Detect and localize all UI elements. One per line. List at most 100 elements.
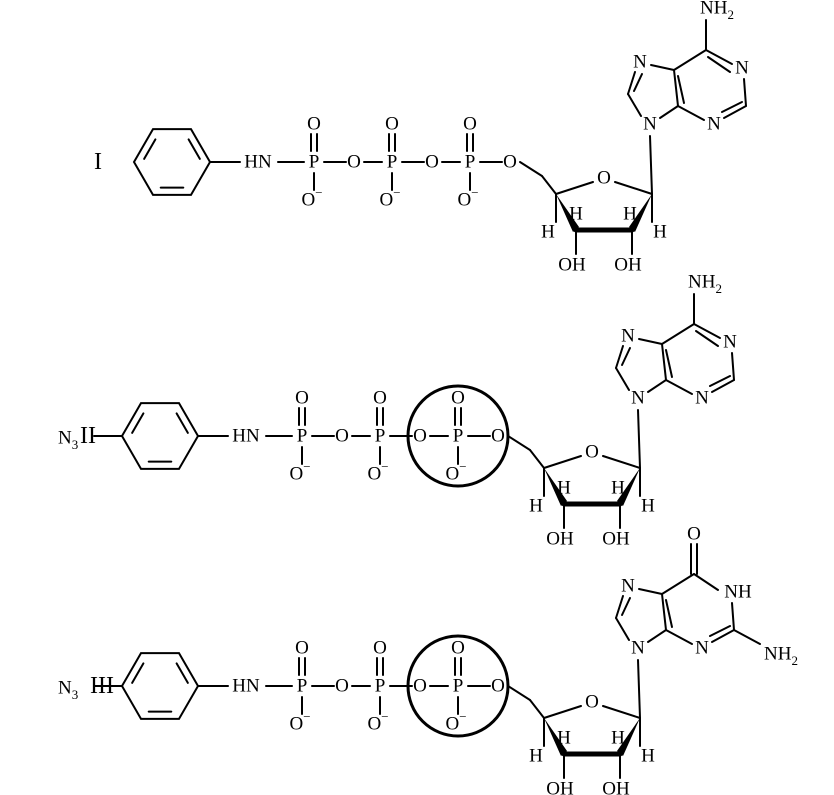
beta-oxide-oxygen: O− (367, 709, 388, 735)
bridge-oxygen: O (335, 426, 349, 447)
sugar-hydrogen: H (557, 478, 571, 499)
base-bond (721, 101, 743, 113)
ring-oxygen: O (585, 692, 599, 713)
base-bond (693, 573, 719, 591)
gamma-oxide-oxygen: O− (445, 459, 466, 485)
sugar-wedge-bond (617, 718, 640, 756)
bridge-oxygen: O (425, 152, 439, 173)
glycosidic-bond (637, 409, 641, 469)
beta-phosphorus: P (375, 426, 386, 447)
bridge-oxygen: O (413, 426, 427, 447)
hn-group: HN (232, 426, 260, 447)
ester-oxygen: O (491, 426, 505, 447)
base-bond (709, 625, 731, 637)
alpha-oxo-oxygen: O (295, 388, 309, 409)
benzene-double-bond (175, 412, 189, 434)
base-bond (731, 602, 735, 631)
ring-oxygen: O (597, 168, 611, 189)
compound-label: II (80, 423, 96, 449)
benzene-double-bond (175, 662, 189, 684)
beta-oxo-oxygen: O (373, 638, 387, 659)
beta-phosphorus: P (387, 152, 398, 173)
ch2-bond (519, 161, 543, 177)
alpha-oxide-oxygen: O− (289, 459, 310, 485)
ch2-bond (529, 449, 545, 469)
sugar-wedge-bond (617, 468, 640, 506)
n1-nitrogen: N (723, 332, 737, 353)
hn-group: HN (232, 676, 260, 697)
sugar-bond (543, 455, 582, 469)
bridge-oxygen: O (335, 676, 349, 697)
n3-nitrogen: N (707, 114, 721, 135)
gamma-phosphorus: P (453, 426, 464, 447)
gamma-oxide-oxygen: O− (457, 185, 478, 211)
sugar-hydrogen: H (641, 496, 655, 517)
sugar-hydroxyl: OH (614, 255, 642, 276)
sugar-hydroxyl: OH (558, 255, 586, 276)
beta-phosphorus: P (375, 676, 386, 697)
benzene-ring (132, 128, 212, 196)
alpha-phosphorus: P (309, 152, 320, 173)
gamma-oxide-oxygen: O− (445, 709, 466, 735)
base-bond (731, 352, 735, 381)
base-bond (661, 573, 695, 595)
base-bond (673, 69, 679, 107)
benzene-ring (120, 652, 200, 720)
n9-nitrogen: N (643, 114, 657, 135)
benzene-double-bond (187, 138, 201, 160)
gamma-phosphorus: P (465, 152, 476, 173)
benzene-ring (120, 402, 200, 470)
benzene-double-bond (143, 138, 157, 160)
n3-nitrogen: N (695, 638, 709, 659)
alpha-oxo-oxygen: O (295, 638, 309, 659)
base-bond (695, 330, 719, 347)
base-bond (615, 617, 630, 641)
sugar-hydrogen: H (557, 728, 571, 749)
gamma-oxo-oxygen: O (451, 388, 465, 409)
sugar-wedge-bond (629, 194, 652, 232)
benzene-double-bond (131, 662, 145, 684)
beta-oxo-oxygen: O (385, 114, 399, 135)
beta-oxide-oxygen: O− (379, 185, 400, 211)
sugar-hydrogen: H (541, 222, 555, 243)
base-bond (638, 338, 663, 345)
base-bond (693, 323, 721, 339)
base-bond (621, 597, 631, 616)
sugar-hydrogen: H (569, 204, 583, 225)
base-bond (665, 629, 693, 645)
sugar-hydrogen: H (641, 746, 655, 767)
base-bond (621, 347, 631, 366)
benzene-double-bond (131, 412, 145, 434)
alpha-oxide-oxygen: O− (289, 709, 310, 735)
base-bond (677, 75, 685, 104)
n9-nitrogen: N (631, 388, 645, 409)
ring-oxygen: O (585, 442, 599, 463)
base-bond (673, 49, 707, 71)
azido-group: N3 (58, 678, 78, 702)
n3-nitrogen: N (695, 388, 709, 409)
sugar-bond (602, 455, 641, 469)
amine-group: NH2 (700, 0, 734, 22)
beta-oxide-oxygen: O− (367, 459, 388, 485)
base-bond (615, 345, 624, 369)
n7-nitrogen: N (633, 52, 647, 73)
azido-group: N3 (58, 428, 78, 452)
base-bond (661, 343, 667, 381)
alpha-oxo-oxygen: O (307, 114, 321, 135)
base-bond (743, 78, 747, 107)
sugar-hydrogen: H (611, 478, 625, 499)
base-bond (665, 349, 673, 378)
hn-group: HN (244, 152, 272, 173)
sugar-bond (602, 705, 641, 719)
sugar-hydrogen: H (653, 222, 667, 243)
gamma-oxo-oxygen: O (451, 638, 465, 659)
bridge-oxygen: O (413, 676, 427, 697)
n1-imino-group: NH (724, 582, 752, 603)
ch2-bond (507, 685, 531, 701)
base-bond (633, 73, 643, 92)
alpha-oxide-oxygen: O− (301, 185, 322, 211)
n7-nitrogen: N (621, 326, 635, 347)
ch2-bond (507, 435, 531, 451)
